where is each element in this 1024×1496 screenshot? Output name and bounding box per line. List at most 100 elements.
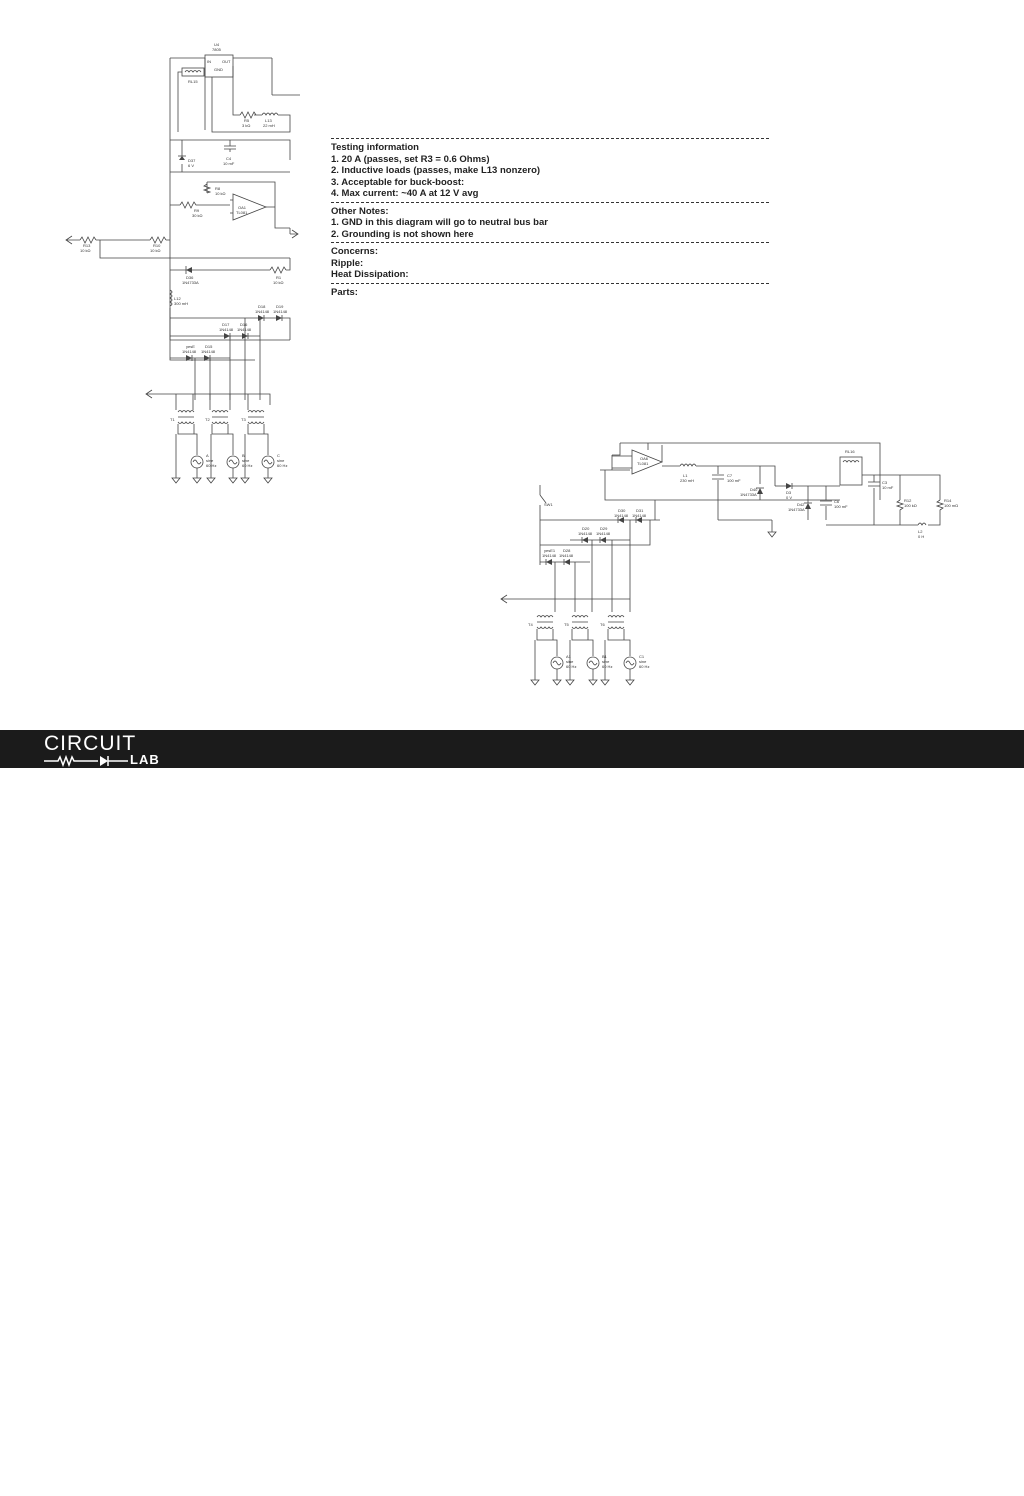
circuit-url-link[interactable]: http://circuitlab.com/c5p2pt85r5229 [218,1480,436,1496]
svg-text:C7: C7 [727,473,733,478]
l12-inductor[interactable]: L12 300 mH [169,289,188,307]
svg-text:1N4148: 1N4148 [219,327,234,332]
transformer-t3[interactable]: T3 [241,410,265,424]
transformer-t6[interactable]: T6 [600,615,625,629]
c6-capacitor[interactable]: C6 100 mF [820,499,848,509]
svg-text:U4: U4 [214,42,220,47]
r5-resistor[interactable]: R5 3 kΩ [239,111,257,128]
d17-diode[interactable]: D17 1N4148 [219,322,234,339]
svg-text:300 mH: 300 mH [174,301,188,306]
r13-resistor[interactable]: R13 10 kΩ [79,236,97,253]
separator-line [331,201,769,203]
svg-text:1N4148: 1N4148 [632,513,647,518]
left-port-arrow [65,235,80,245]
svg-text:1N4733A: 1N4733A [788,507,805,512]
l1-inductor[interactable]: L1 230 mH [679,463,697,483]
title-separator: / [258,1462,271,1478]
circuit-name[interactable]: TBM HV-LV [270,1462,345,1478]
notes-heading-testing: Testing information [331,142,419,153]
c3-capacitor[interactable]: C3 10 mF [868,480,894,490]
source-c[interactable]: C sine 60 Hz [261,453,287,469]
rl15-relay[interactable]: RL15 [181,67,205,84]
d16-diode[interactable]: D16 1N4148 [237,322,252,339]
c7-capacitor[interactable]: C7 100 mF [712,473,741,483]
d20-diode[interactable]: D20 1N4148 [578,526,593,543]
transformer-t2[interactable]: T2 [205,410,229,424]
u4-regulator[interactable]: U4 7805 IN OUT GND [204,42,234,78]
c4-capacitor[interactable]: C4 10 mF [223,145,236,166]
notes-panel: Testing information 1. 20 A (passes, set… [331,136,769,298]
r10-resistor[interactable]: R10 10 kΩ [149,236,167,253]
svg-text:6 V: 6 V [188,163,194,168]
separator-line [331,282,769,284]
svg-text:C: C [277,453,280,458]
circuitlab-logo[interactable]: CIRCUIT LAB [44,732,176,768]
svg-text:1N4148: 1N4148 [255,309,270,314]
opamp-oa1[interactable]: OA1 TL081 [232,193,268,221]
svg-text:1N4148: 1N4148 [201,349,216,354]
notes-line: 4. Max current: ~40 A at 12 V avg [331,188,479,199]
svg-text:B1: B1 [602,654,608,659]
d31-diode[interactable]: D31 1N4148 [632,508,647,523]
svg-text:sine: sine [566,659,574,664]
svg-text:D31: D31 [636,508,644,513]
svg-text:sine: sine [639,659,647,664]
d18-diode[interactable]: D18 1N4148 [255,304,270,321]
logo-text-bottom: LAB [130,752,160,767]
l2-inductor[interactable]: L2 0 H [917,522,927,539]
svg-text:1N4733A: 1N4733A [740,492,757,497]
author-link[interactable]: isyed1 [218,1462,259,1478]
svg-text:T6: T6 [600,622,605,627]
transformer-t1[interactable]: T1 [170,410,195,424]
d40-zener[interactable]: D40 1N4733A [740,487,764,497]
svg-text:1N4148: 1N4148 [182,349,197,354]
opamp-oa6[interactable]: OA6 TL081 [631,449,664,475]
yese-diode[interactable]: yesE 1N4148 [182,344,197,361]
d3-diode[interactable]: D3 0 V [786,483,793,500]
source-b[interactable]: B sine 60 Hz [226,453,252,469]
svg-text:SW1: SW1 [544,502,553,507]
d28-diode[interactable]: D28 1N4148 [559,548,574,565]
source-a[interactable]: A sine 60 Hz [190,453,216,469]
source-a1[interactable]: A1 sine 60 Hz [550,654,576,670]
l13-inductor[interactable]: L13 22 mH [261,112,279,128]
circuit-title: isyed1 / TBM HV-LV [218,1462,345,1478]
r12-resistor[interactable]: R12 100 kΩ [895,498,917,512]
r8-resistor[interactable]: R8 10 kΩ [202,183,226,196]
r9-resistor[interactable]: R9 30 kΩ [179,201,207,218]
left-circuit: U4 7805 IN OUT GND RL15 R5 3 kΩ L13 22 m… [65,42,300,484]
sw1-switch[interactable]: SW1 [539,494,553,507]
source-b1[interactable]: B1 sine 60 Hz [586,654,612,670]
d30-diode[interactable]: D30 1N4148 [614,508,629,523]
svg-text:A: A [206,453,209,458]
rl16-relay[interactable]: RL16 [839,449,863,486]
svg-text:7805: 7805 [212,47,222,52]
r14-resistor[interactable]: R14 100 mΩ [935,498,958,512]
transformer-t4[interactable]: T4 [528,615,554,629]
resistor-diode-logo-icon [44,754,128,768]
d15-diode[interactable]: D15 1N4148 [201,344,216,361]
svg-text:60 Hz: 60 Hz [639,664,649,669]
svg-text:D37: D37 [188,158,196,163]
transformer-t5[interactable]: T5 [564,615,589,629]
yese1-diode[interactable]: yesE1 1N4148 [542,548,557,565]
svg-text:T4: T4 [528,622,533,627]
ground-symbols-left [171,477,273,484]
svg-text:C3: C3 [882,480,888,485]
svg-text:A1: A1 [566,654,572,659]
d42-zener[interactable]: D42 1N4733A [788,502,812,512]
d37-zener[interactable]: D37 6 V [178,155,196,168]
svg-text:60 Hz: 60 Hz [242,463,252,468]
d36-zener[interactable]: D36 1N4733A [182,266,199,285]
logo-text-top: CIRCUIT [44,732,137,755]
svg-text:OUT: OUT [222,59,231,64]
notes-line: 3. Acceptable for buck-boost: [331,176,465,188]
r1-resistor[interactable]: R1 10 kΩ [269,266,287,285]
svg-text:sine: sine [602,659,610,664]
d29-diode[interactable]: D29 1N4148 [596,526,611,543]
svg-text:10 kΩ: 10 kΩ [215,191,226,196]
d19-diode[interactable]: D19 1N4148 [273,304,288,321]
notes-line: 2. Inductive loads (passes, make L13 non… [331,165,541,176]
source-c1[interactable]: C1 sine 60 Hz [623,654,649,670]
svg-text:RL16: RL16 [845,449,855,454]
